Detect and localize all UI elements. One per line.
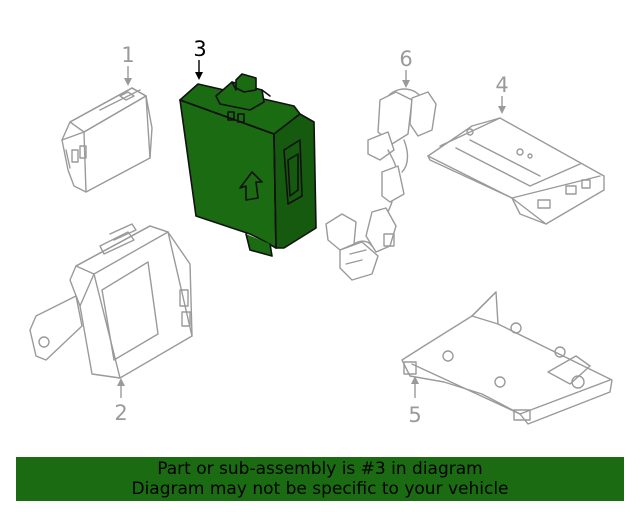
banner-line-2: Diagram may not be specific to your vehi… [131, 479, 509, 499]
part-1-module[interactable] [61, 87, 153, 193]
banner-line-1: Part or sub-assembly is #3 in diagram [157, 459, 483, 479]
callout-5: 5 [408, 376, 422, 427]
callout-1: 1 [121, 43, 135, 86]
callout-4: 4 [495, 73, 509, 114]
callout-3-label: 3 [193, 37, 206, 61]
callout-6: 6 [399, 47, 413, 88]
callout-5-label: 5 [408, 403, 421, 427]
parts-diagram: 1 2 [29, 37, 613, 427]
callout-2-label: 2 [114, 401, 127, 425]
part-5-mounting-bracket[interactable] [401, 291, 613, 425]
callout-4-label: 4 [495, 73, 508, 97]
part-3-control-module[interactable] [179, 73, 317, 257]
callout-6-label: 6 [399, 47, 412, 71]
callout-1-label: 1 [121, 43, 134, 67]
part-4-flat-module[interactable] [427, 117, 605, 225]
part-2-module-bracket[interactable] [29, 223, 193, 379]
part-6-wiring-harness[interactable] [325, 88, 437, 281]
callout-2: 2 [114, 378, 128, 425]
disclaimer-banner: Part or sub-assembly is #3 in diagram Di… [16, 457, 624, 501]
callout-3: 3 [193, 37, 207, 80]
